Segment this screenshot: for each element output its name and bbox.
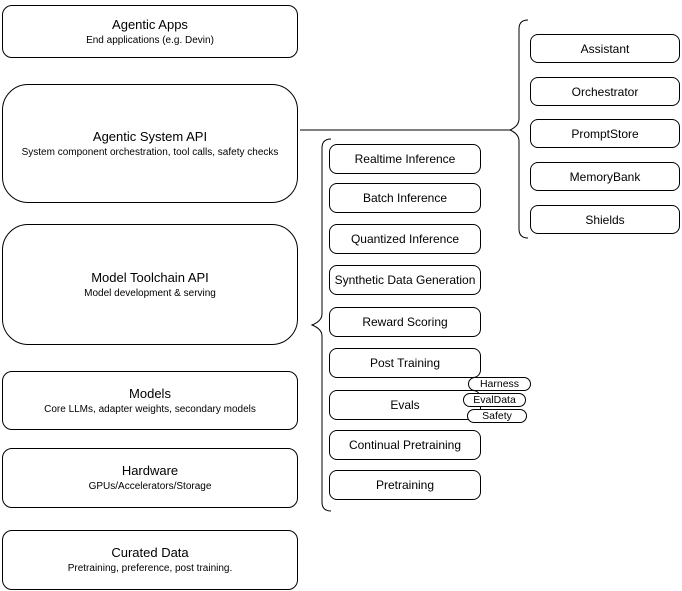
tag-safety: Safety bbox=[467, 409, 527, 423]
node-continual-pretraining: Continual Pretraining bbox=[329, 430, 481, 460]
node-model-toolchain-api: Model Toolchain API Model development & … bbox=[2, 224, 298, 345]
node-label: Continual Pretraining bbox=[348, 438, 462, 452]
node-label: Pretraining bbox=[375, 478, 435, 492]
node-realtime-inference: Realtime Inference bbox=[329, 144, 481, 174]
node-models: Models Core LLMs, adapter weights, secon… bbox=[2, 371, 298, 430]
node-label: Evals bbox=[390, 398, 420, 412]
node-title: Hardware bbox=[121, 463, 179, 478]
node-label: Synthetic Data Generation bbox=[334, 273, 476, 287]
node-orchestrator: Orchestrator bbox=[530, 77, 680, 106]
node-reward-scoring: Reward Scoring bbox=[329, 307, 481, 337]
node-shields: Shields bbox=[530, 205, 680, 234]
node-subtitle: System component orchestration, tool cal… bbox=[21, 146, 279, 158]
node-subtitle: Core LLMs, adapter weights, secondary mo… bbox=[44, 403, 256, 415]
tag-label: Safety bbox=[482, 409, 512, 422]
node-evals: Evals bbox=[329, 390, 481, 420]
node-subtitle: Pretraining, preference, post training. bbox=[67, 563, 233, 574]
node-label: Batch Inference bbox=[362, 191, 448, 205]
node-agentic-system-api: Agentic System API System component orch… bbox=[2, 84, 298, 203]
node-label: Assistant bbox=[580, 41, 630, 56]
node-label: Reward Scoring bbox=[362, 315, 448, 329]
node-curated-data: Curated Data Pretraining, preference, po… bbox=[2, 530, 298, 590]
node-pretraining: Pretraining bbox=[329, 470, 481, 500]
node-agentic-apps: Agentic Apps End applications (e.g. Devi… bbox=[2, 5, 298, 58]
tag-label: EvalData bbox=[473, 393, 516, 406]
node-batch-inference: Batch Inference bbox=[329, 183, 481, 213]
node-memorybank: MemoryBank bbox=[530, 162, 680, 191]
node-label: PromptStore bbox=[571, 126, 639, 141]
tag-label: Harness bbox=[479, 377, 520, 390]
tag-harness: Harness bbox=[468, 377, 531, 391]
node-title: Agentic Apps bbox=[112, 16, 188, 32]
node-label: Quantized Inference bbox=[350, 232, 460, 246]
node-label: Realtime Inference bbox=[354, 152, 456, 166]
node-promptstore: PromptStore bbox=[530, 119, 680, 148]
node-label: MemoryBank bbox=[569, 169, 641, 184]
node-label: Shields bbox=[585, 212, 625, 227]
brace-agentic-group bbox=[508, 19, 529, 239]
node-subtitle: GPUs/Accelerators/Storage bbox=[88, 481, 212, 492]
node-title: Agentic System API bbox=[92, 128, 208, 144]
node-title: Models bbox=[129, 385, 171, 401]
node-title: Curated Data bbox=[111, 545, 189, 560]
node-subtitle: Model development & serving bbox=[84, 287, 216, 299]
node-hardware: Hardware GPUs/Accelerators/Storage bbox=[2, 448, 298, 508]
node-assistant: Assistant bbox=[530, 34, 680, 63]
node-post-training: Post Training bbox=[329, 348, 481, 378]
node-quantized-inference: Quantized Inference bbox=[329, 224, 481, 254]
node-synthetic-data-generation: Synthetic Data Generation bbox=[329, 265, 481, 295]
node-subtitle: End applications (e.g. Devin) bbox=[86, 34, 214, 46]
node-label: Post Training bbox=[369, 356, 441, 370]
node-title: Model Toolchain API bbox=[91, 269, 209, 285]
tag-evaldata: EvalData bbox=[463, 393, 526, 407]
node-label: Orchestrator bbox=[571, 84, 639, 99]
